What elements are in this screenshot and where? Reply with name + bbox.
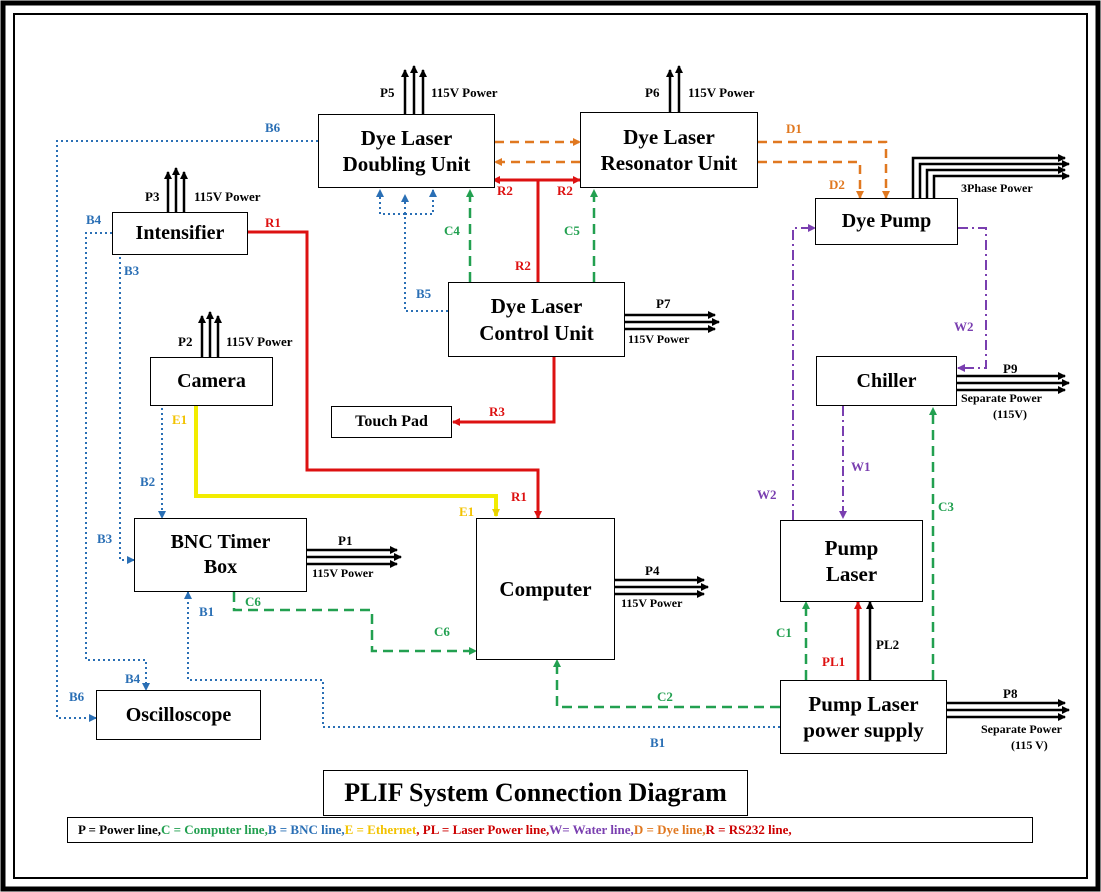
- p4-label: P4: [645, 563, 660, 578]
- b2-label: B2: [140, 474, 156, 489]
- legend-laser-power: , PL = Laser Power line,: [416, 822, 550, 837]
- w1-label: W1: [851, 459, 871, 474]
- r2-left-label: R2: [497, 183, 513, 198]
- legend-ethernet: E = Ethernet: [344, 822, 417, 837]
- oscilloscope-box: Oscilloscope: [96, 690, 261, 740]
- d2-label: D2: [829, 177, 845, 192]
- b6-top-label: B6: [265, 120, 281, 135]
- p3-power-text: 115V Power: [194, 189, 261, 204]
- p9-power-text-1: Separate Power: [961, 391, 1042, 405]
- legend-dye: D = Dye line,: [633, 822, 706, 837]
- r3-label: R3: [489, 404, 505, 419]
- pump-supply-box: Pump Laser power supply: [780, 680, 947, 754]
- control-unit-box: Dye Laser Control Unit: [448, 282, 625, 357]
- c6-top-label: C6: [245, 594, 261, 609]
- p1-label: P1: [338, 533, 353, 548]
- pl1-label: PL1: [822, 654, 846, 669]
- p4-power-text: 115V Power: [621, 596, 683, 610]
- w2-top-label: W2: [954, 319, 974, 334]
- chiller-box: Chiller: [816, 356, 957, 406]
- legend-computer: C = Computer line,: [161, 822, 268, 837]
- b4-top-label: B4: [86, 212, 102, 227]
- c4-label: C4: [444, 223, 460, 238]
- p8-power-text-1: Separate Power: [981, 722, 1062, 736]
- c6-bottom-label: C6: [434, 624, 450, 639]
- b3-top-label: B3: [124, 263, 140, 278]
- r1-top-label: R1: [265, 215, 281, 230]
- b4-osc-label: B4: [125, 671, 141, 686]
- p1-power-text: 115V Power: [312, 566, 374, 580]
- diagram-title: PLIF System Connection Diagram: [323, 770, 748, 816]
- legend: P = Power line, C = Computer line, B = B…: [67, 817, 1033, 843]
- intensifier-box: Intensifier: [112, 212, 248, 255]
- b1-bottom-label: B1: [650, 735, 666, 750]
- w2-left-label: W2: [757, 487, 777, 502]
- r2-right-label: R2: [557, 183, 573, 198]
- b5-label: B5: [416, 286, 432, 301]
- d1-label: D1: [786, 121, 802, 136]
- resonator-unit-box: Dye Laser Resonator Unit: [580, 112, 758, 188]
- p9-power-text-2: (115V): [993, 407, 1027, 421]
- p5-label: P5: [380, 85, 395, 100]
- three-phase-power-text: 3Phase Power: [961, 181, 1033, 195]
- b6-osc-label: B6: [69, 689, 85, 704]
- touch-pad-box: Touch Pad: [331, 406, 452, 438]
- c5-label: C5: [564, 223, 580, 238]
- p7-label: P7: [656, 296, 671, 311]
- legend-water: W= Water line,: [549, 822, 634, 837]
- p6-label: P6: [645, 85, 660, 100]
- r1-computer-label: R1: [511, 489, 527, 504]
- bnc-timer-box: BNC Timer Box: [134, 518, 307, 592]
- legend-rs232: R = RS232 line,: [705, 822, 792, 837]
- e1-computer-label: E1: [459, 504, 475, 519]
- b1-bnc-label: B1: [199, 604, 215, 619]
- p7-power-text: 115V Power: [628, 332, 690, 346]
- p6-power-text: 115V Power: [688, 85, 755, 100]
- c2-label: C2: [657, 689, 673, 704]
- pl2-label: PL2: [876, 637, 900, 652]
- b3-bnc-label: B3: [97, 531, 113, 546]
- r2-mid-label: R2: [515, 258, 531, 273]
- pump-laser-box: Pump Laser: [780, 520, 923, 602]
- legend-bnc: B = BNC line,: [267, 822, 345, 837]
- p8-label: P8: [1003, 686, 1018, 701]
- c3-label: C3: [938, 499, 954, 514]
- p2-label: P2: [178, 334, 193, 349]
- p5-power-text: 115V Power: [431, 85, 498, 100]
- doubling-unit-box: Dye Laser Doubling Unit: [318, 114, 495, 188]
- p3-label: P3: [145, 189, 160, 204]
- e1-top-label: E1: [172, 412, 188, 427]
- computer-box: Computer: [476, 518, 615, 660]
- p8-power-text-2: (115 V): [1011, 738, 1048, 752]
- p2-power-text: 115V Power: [226, 334, 293, 349]
- c1-label: C1: [776, 625, 792, 640]
- legend-power: P = Power line,: [78, 822, 161, 837]
- dye-pump-box: Dye Pump: [815, 198, 958, 245]
- p9-label: P9: [1003, 361, 1018, 376]
- camera-box: Camera: [150, 357, 273, 406]
